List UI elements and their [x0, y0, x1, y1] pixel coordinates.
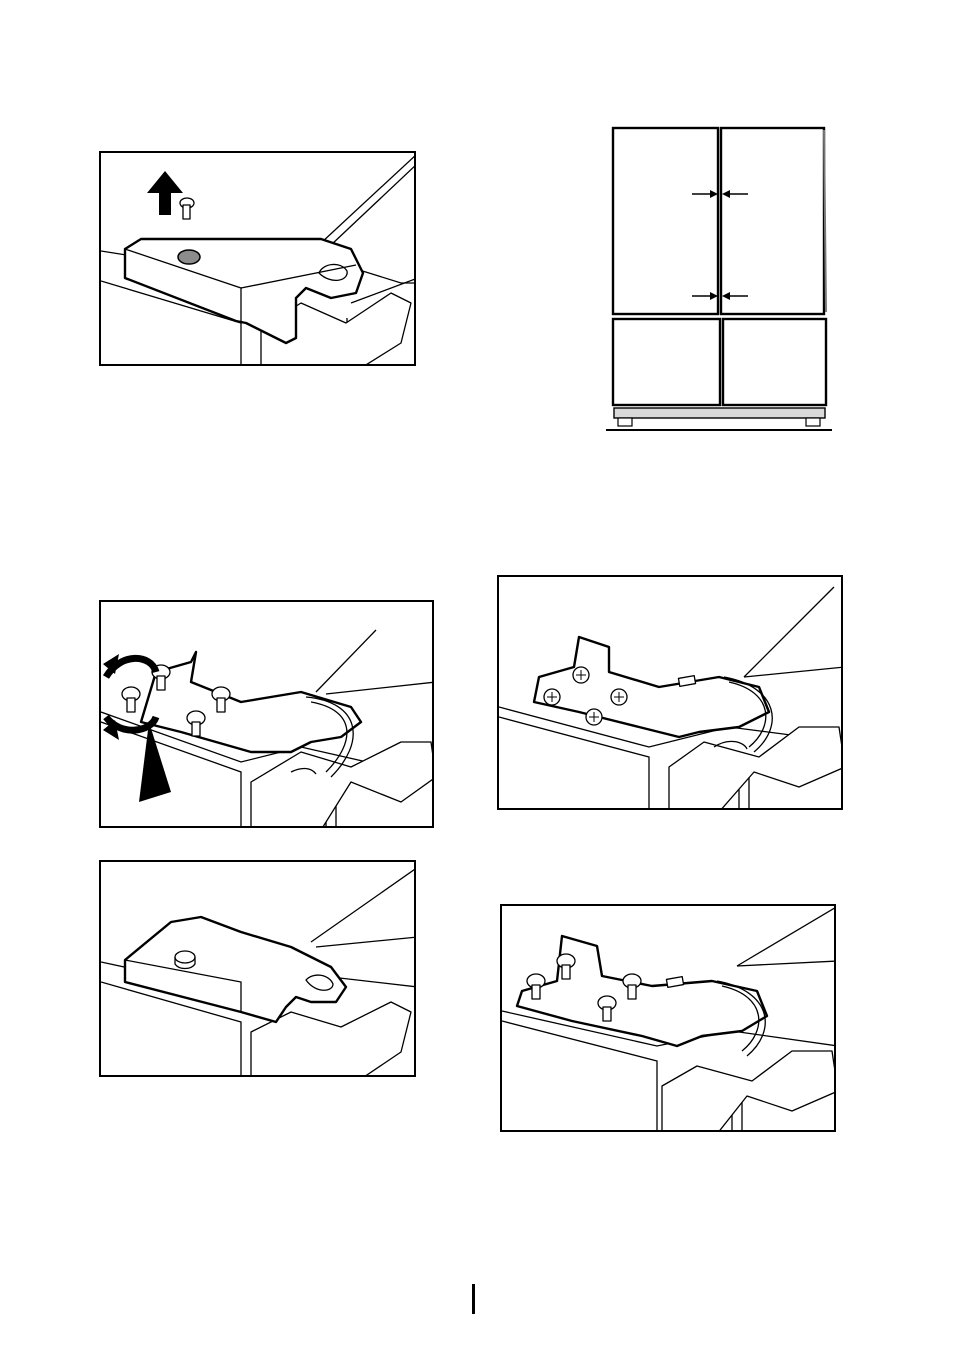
screw-3: [611, 689, 627, 705]
figure-remove-hinge-cover: [99, 151, 416, 366]
figure-hinge-cover-refitted: [99, 860, 416, 1077]
hinge-raised-screws-illustration: [502, 906, 836, 1132]
screw-1: [573, 667, 589, 683]
figure-hinge-adjust-screws: [500, 904, 836, 1132]
screw-2: [122, 687, 140, 712]
screw-4: [586, 709, 602, 725]
figure-hinge-reassembled: [497, 575, 843, 810]
page-marker: [472, 1284, 475, 1314]
figure-door-alignment: [606, 124, 832, 434]
hinge-unscrew-illustration: [101, 602, 434, 828]
figure-unscrew-hinge: [99, 600, 434, 828]
hinge-cover-closed-illustration: [101, 862, 416, 1077]
fridge-front-illustration: [606, 124, 832, 434]
hinge-cover-lift-illustration: [101, 153, 416, 366]
screw-2: [544, 689, 560, 705]
hinge-plate-illustration: [499, 577, 843, 810]
